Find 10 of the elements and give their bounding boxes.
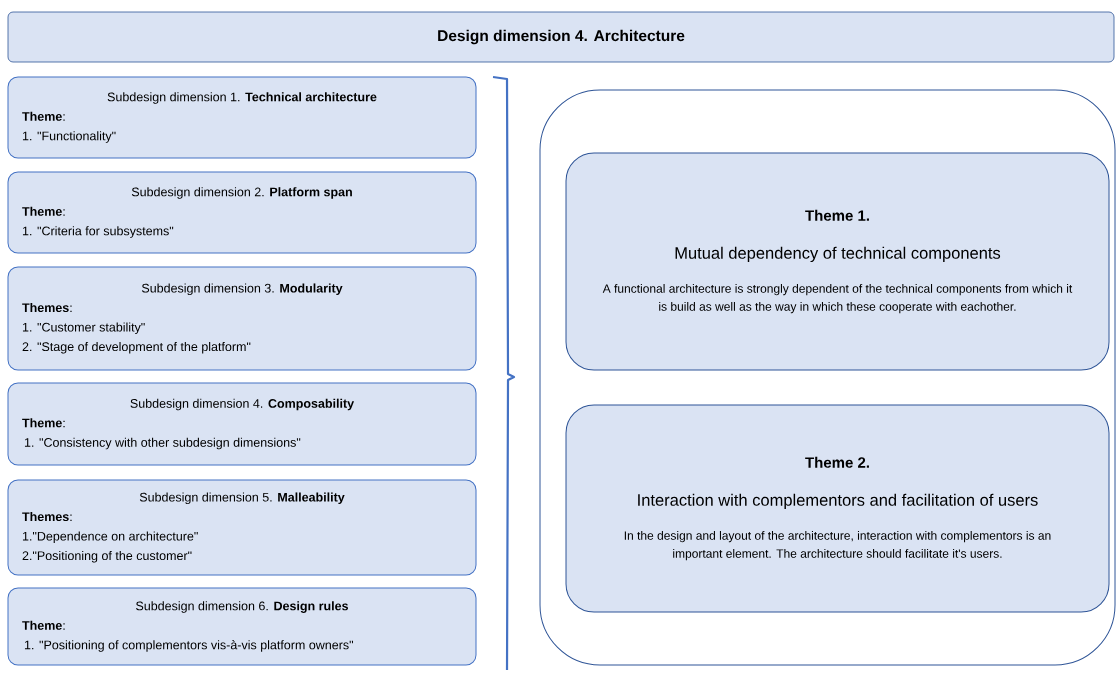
subdimension-box: Subdesign dimension 4. Composability Theme: 1. "Consistency with other subdesign dimensions": [7, 382, 477, 466]
theme-box: Theme 1. Mutual dependency of technical components A functional architecture is strongly dependent of the technical components from which it is build as well as the way in which these cooperate with eachother.: [565, 152, 1110, 371]
subdimension-box: Subdesign dimension 3. Modularity Themes: 1. "Customer stability" 2. "Stage of development of the platform": [7, 266, 477, 371]
subdimension-box: Subdesign dimension 5. Malleability Themes: 1."Dependence on architecture" 2."Positioning of the customer": [7, 479, 477, 576]
subdimension-box: Subdesign dimension 1. Technical architecture Theme: 1. "Functionality": [7, 76, 477, 159]
title-box: Design dimension 4. Architecture: [7, 11, 1115, 63]
theme-box: Theme 2. Interaction with complementors and facilitation of users In the design and layout of the architecture, interaction with complementors is an important element. The architecture should facilitate it's users.: [565, 404, 1110, 613]
subdimension-box: Subdesign dimension 6. Design rules Theme: 1. "Positioning of complementors vis-à-vis platform owners": [7, 587, 477, 666]
subdimension-box: Subdesign dimension 2. Platform span Theme: 1. "Criteria for subsystems": [7, 171, 477, 254]
container-box: [539, 89, 1116, 666]
